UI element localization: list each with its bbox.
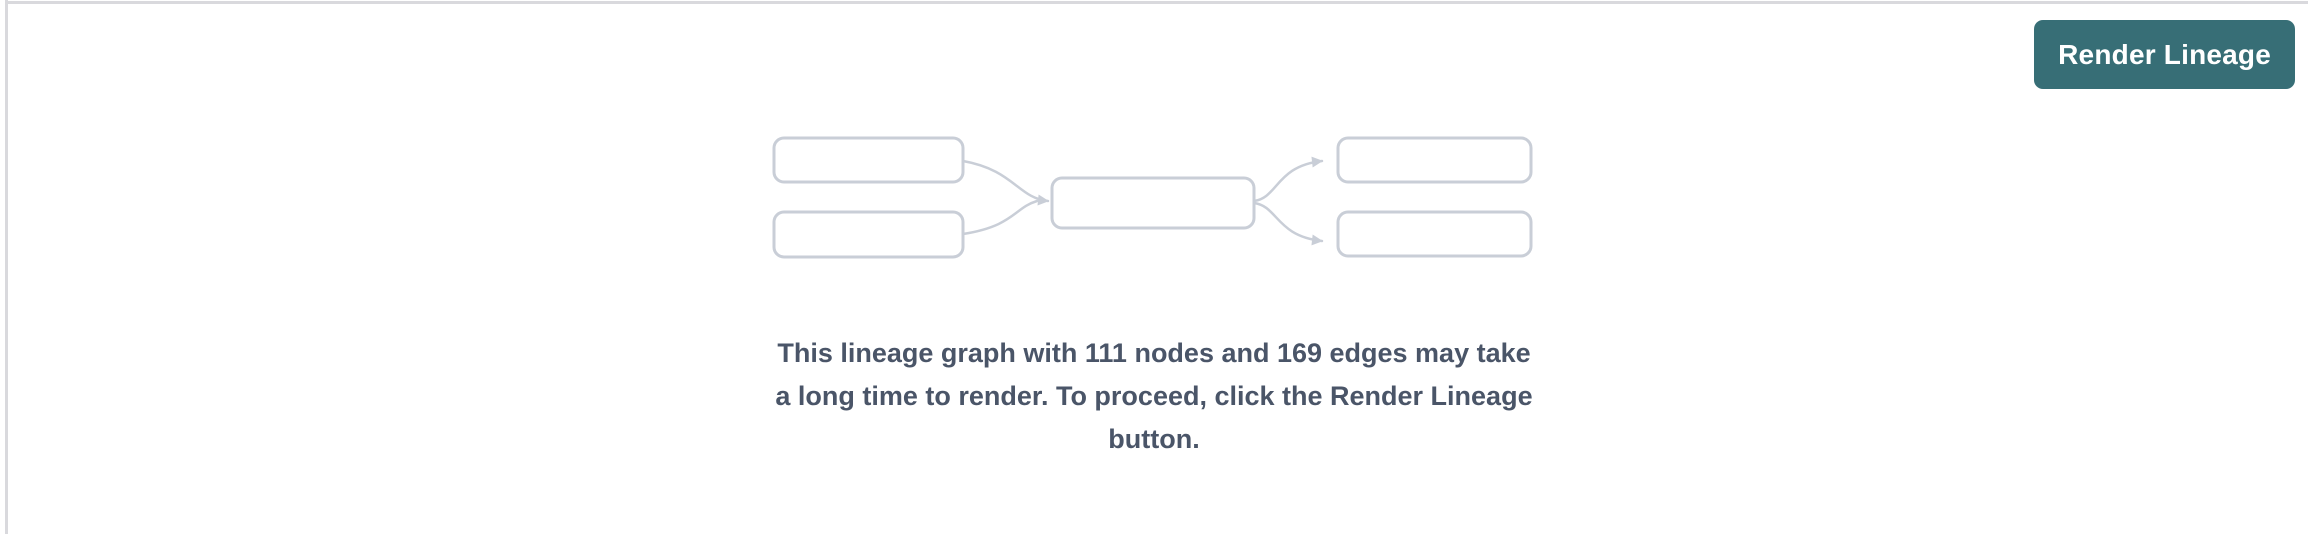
placeholder-node-right-bottom (1336, 210, 1533, 258)
placeholder-node-right-top (1336, 136, 1533, 184)
render-warning-message: This lineage graph with 111 nodes and 16… (775, 332, 1532, 461)
panel-top-border (8, 1, 2308, 4)
panel-left-border (5, 0, 8, 534)
render-warning-line-2: a long time to render. To proceed, click… (775, 381, 1533, 411)
placeholder-node-middle (1050, 176, 1256, 230)
render-warning-line-3: button. (1108, 424, 1200, 454)
placeholder-edge-out-top (1252, 156, 1324, 203)
placeholder-node-left-bottom (772, 210, 965, 259)
placeholder-nodes (772, 136, 1533, 259)
render-lineage-button[interactable]: Render Lineage (2034, 20, 2295, 89)
lineage-placeholder: This lineage graph with 111 nodes and 16… (0, 130, 2308, 461)
placeholder-edge-out-bottom (1252, 201, 1324, 246)
placeholder-edge-in-top (961, 159, 1050, 206)
render-warning-line-1: This lineage graph with 111 nodes and 16… (777, 338, 1531, 368)
placeholder-node-left-top (772, 136, 965, 184)
placeholder-edge-in-bottom (961, 199, 1039, 236)
lineage-placeholder-graphic (772, 136, 1533, 259)
placeholder-edges (961, 156, 1324, 246)
